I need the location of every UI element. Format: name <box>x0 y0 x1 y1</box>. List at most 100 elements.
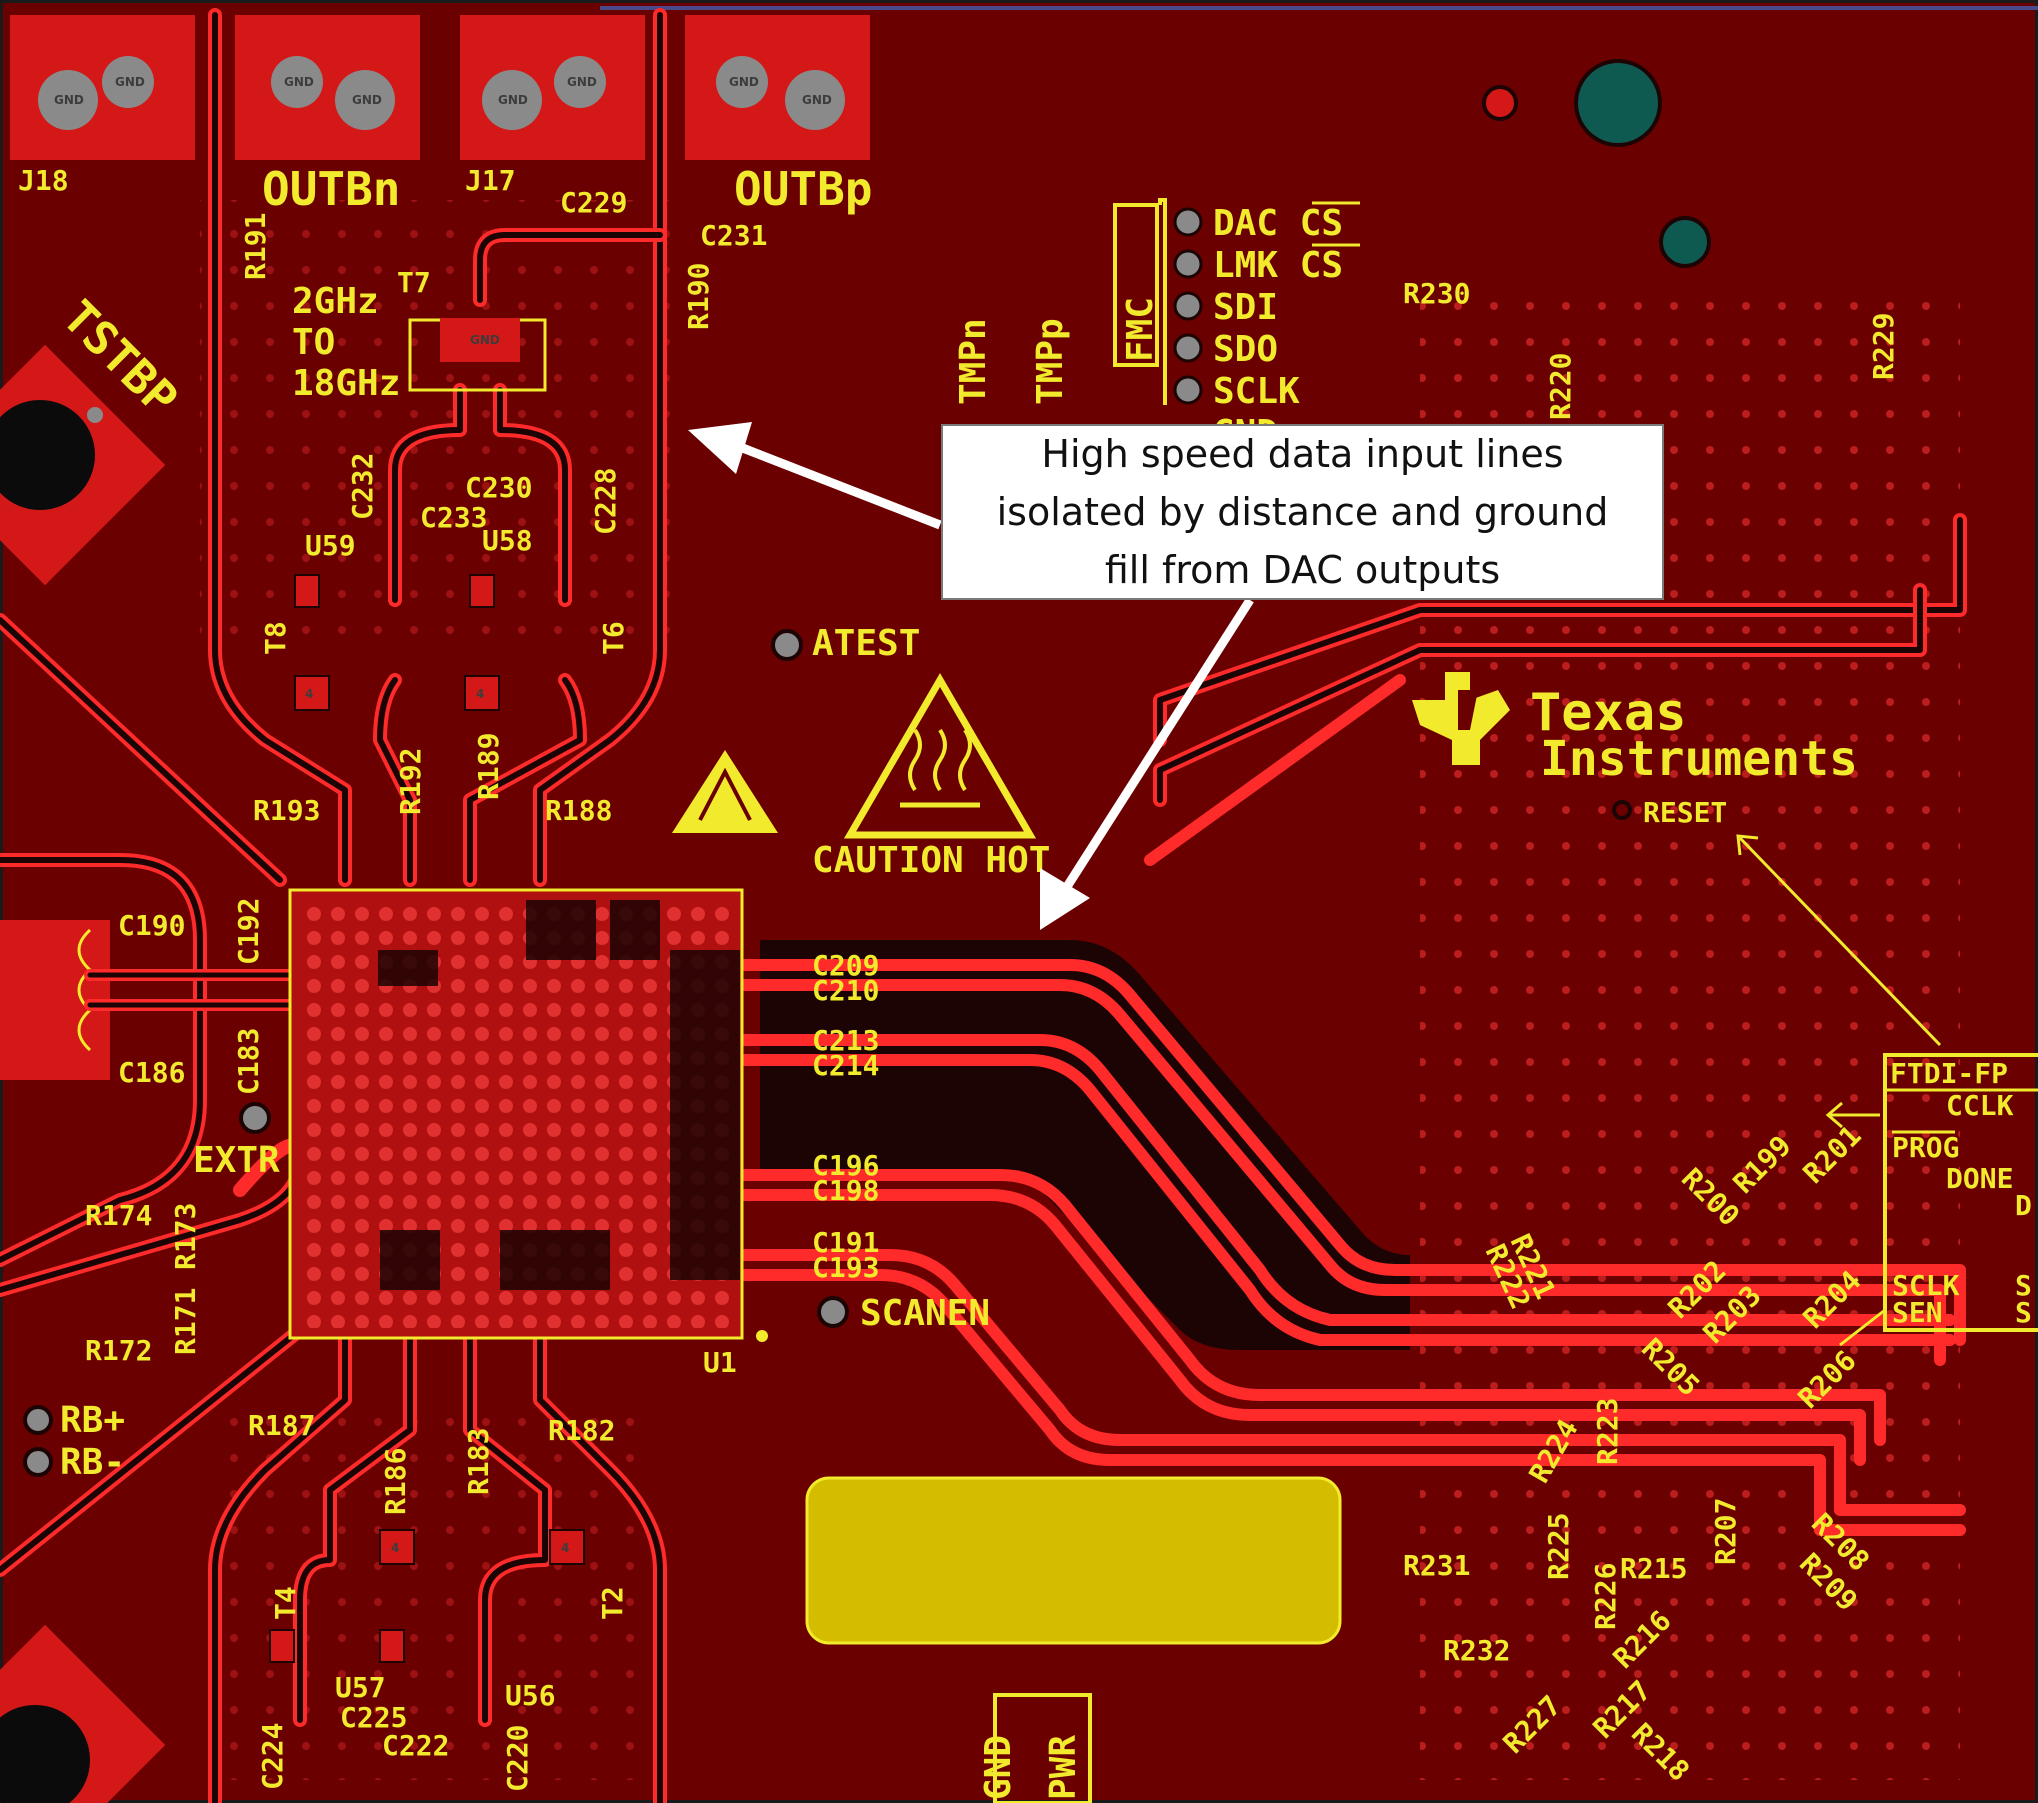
label-c225: C225 <box>340 1701 407 1734</box>
label-r207: R207 <box>1709 1498 1742 1565</box>
label-c213: C213 <box>812 1024 879 1057</box>
label-outbp: OUTBp <box>734 162 872 216</box>
label-outbn: OUTBn <box>262 162 400 216</box>
label-r192: R192 <box>394 748 427 815</box>
pad-outbn-2 <box>335 70 395 130</box>
label-ftdi-d: D <box>2015 1189 2032 1222</box>
label-t6: T6 <box>597 621 630 655</box>
callout-arrowhead-up <box>688 422 752 474</box>
label-ftdi-cclk: CCLK <box>1946 1089 2014 1122</box>
label-gnd: GND <box>978 1735 1019 1800</box>
label-r186: R186 <box>379 1448 412 1515</box>
label-c193: C193 <box>812 1251 879 1284</box>
pad-outbn-1 <box>271 56 323 108</box>
label-r215: R215 <box>1620 1552 1687 1585</box>
label-c196: C196 <box>812 1149 879 1182</box>
connector-j17: GND GND <box>460 15 645 160</box>
callout-arrow-up <box>733 440 942 530</box>
label-r191: R191 <box>239 213 272 280</box>
label-u56: U56 <box>505 1679 556 1712</box>
label-r183: R183 <box>462 1428 495 1495</box>
label-t7: T7 <box>397 266 431 299</box>
label-r172: R172 <box>85 1334 152 1367</box>
label-fmc-sdo: SDO <box>1213 329 1278 370</box>
label-texas: Texas <box>1530 683 1687 743</box>
label-u59: U59 <box>305 529 356 562</box>
gnd-pwr-header <box>993 1693 1092 1803</box>
label-c183: C183 <box>232 1028 265 1095</box>
connector-outbp: GND GND <box>685 15 870 160</box>
high-speed-data-traces <box>739 959 1966 1536</box>
label-atest: ATEST <box>812 623 920 664</box>
label-c228: C228 <box>589 468 622 535</box>
label-r230: R230 <box>1403 277 1470 310</box>
label-rb-minus: RB- <box>60 1442 125 1483</box>
small-pads <box>269 574 585 1663</box>
pad-gnd-label: GND <box>470 333 500 347</box>
label-ftdi-sclk: SCLK <box>1892 1269 1960 1302</box>
label-r182: R182 <box>548 1414 615 1447</box>
label-r232: R232 <box>1443 1634 1510 1667</box>
ftdi-header <box>1883 1053 2038 1332</box>
label-r187: R187 <box>248 1409 315 1442</box>
label-balun-freq-low: 2GHz <box>292 281 379 322</box>
callout-arrowhead-down <box>1040 868 1090 930</box>
pad-4-label: 4 <box>476 687 484 701</box>
label-fmc: FMC <box>1120 297 1161 362</box>
annotation-callout-box: High speed data input lines isolated by … <box>941 424 1664 600</box>
label-c230: C230 <box>465 471 532 504</box>
via-field-left <box>200 200 680 640</box>
bga-dark-regions <box>378 900 740 1290</box>
atest-testpoint <box>771 629 803 661</box>
label-ftdi-done: DONE <box>1946 1162 2013 1195</box>
scanen-testpoint <box>817 1296 849 1328</box>
label-r225: R225 <box>1542 1513 1575 1580</box>
label-fmc-sclk: SCLK <box>1213 371 1300 412</box>
label-tmpp: TMPp <box>1030 318 1071 405</box>
label-rb-plus: RB+ <box>60 1400 125 1441</box>
label-extr: EXTR <box>193 1140 280 1181</box>
label-c209: C209 <box>812 949 879 982</box>
label-r190: R190 <box>682 263 715 330</box>
label-r173: R173 <box>169 1203 202 1270</box>
reset-testpoint <box>1612 800 1632 820</box>
label-j18: J18 <box>18 164 69 197</box>
label-c220: C220 <box>501 1725 534 1792</box>
pad-gnd-label: GND <box>115 75 145 89</box>
silk-arrows <box>1736 834 1942 1347</box>
callout-line-2: isolated by distance and ground <box>996 490 1609 534</box>
pad-gnd-label: GND <box>802 93 832 107</box>
pad-4-label: 4 <box>561 1541 569 1555</box>
pad-gnd-label: GND <box>729 75 759 89</box>
label-u1: U1 <box>703 1346 737 1379</box>
label-r193: R193 <box>253 794 320 827</box>
label-c233: C233 <box>420 501 487 534</box>
label-t2: T2 <box>596 1586 629 1620</box>
label-u58: U58 <box>482 524 533 557</box>
label-u57: U57 <box>335 1671 386 1704</box>
pad-gnd-label: GND <box>498 93 528 107</box>
pad-j18-2 <box>102 56 154 108</box>
mounting-hole-small <box>1659 216 1711 268</box>
label-fmc-dac-cs: DAC CS <box>1213 203 1343 244</box>
label-c229: C229 <box>560 186 627 219</box>
pad-4-label: 4 <box>305 687 313 701</box>
label-r226: R226 <box>1589 1563 1622 1630</box>
pad-j18-1 <box>38 70 98 130</box>
callout-line-3: fill from DAC outputs <box>1104 548 1501 592</box>
ti-logo-icon <box>1412 672 1510 765</box>
pad-outbp-1 <box>716 56 768 108</box>
balun-t7: GND <box>408 318 547 392</box>
label-balun-to: TO <box>292 322 335 363</box>
label-j17: J17 <box>465 164 516 197</box>
pin1-marker <box>756 1330 768 1342</box>
label-ftdi-s1: S <box>2015 1269 2032 1302</box>
red-via <box>1482 85 1518 121</box>
label-balun-freq-high: 18GHz <box>292 363 400 404</box>
label-ftdi: FTDI-FP <box>1890 1057 2008 1090</box>
callout-line-1: High speed data input lines <box>1041 432 1564 476</box>
label-r189: R189 <box>472 733 505 800</box>
label-c186: C186 <box>118 1056 185 1089</box>
label-fmc-lmk-cs: LMK CS <box>1213 245 1343 286</box>
label-tmpn: TMPn <box>953 318 994 405</box>
